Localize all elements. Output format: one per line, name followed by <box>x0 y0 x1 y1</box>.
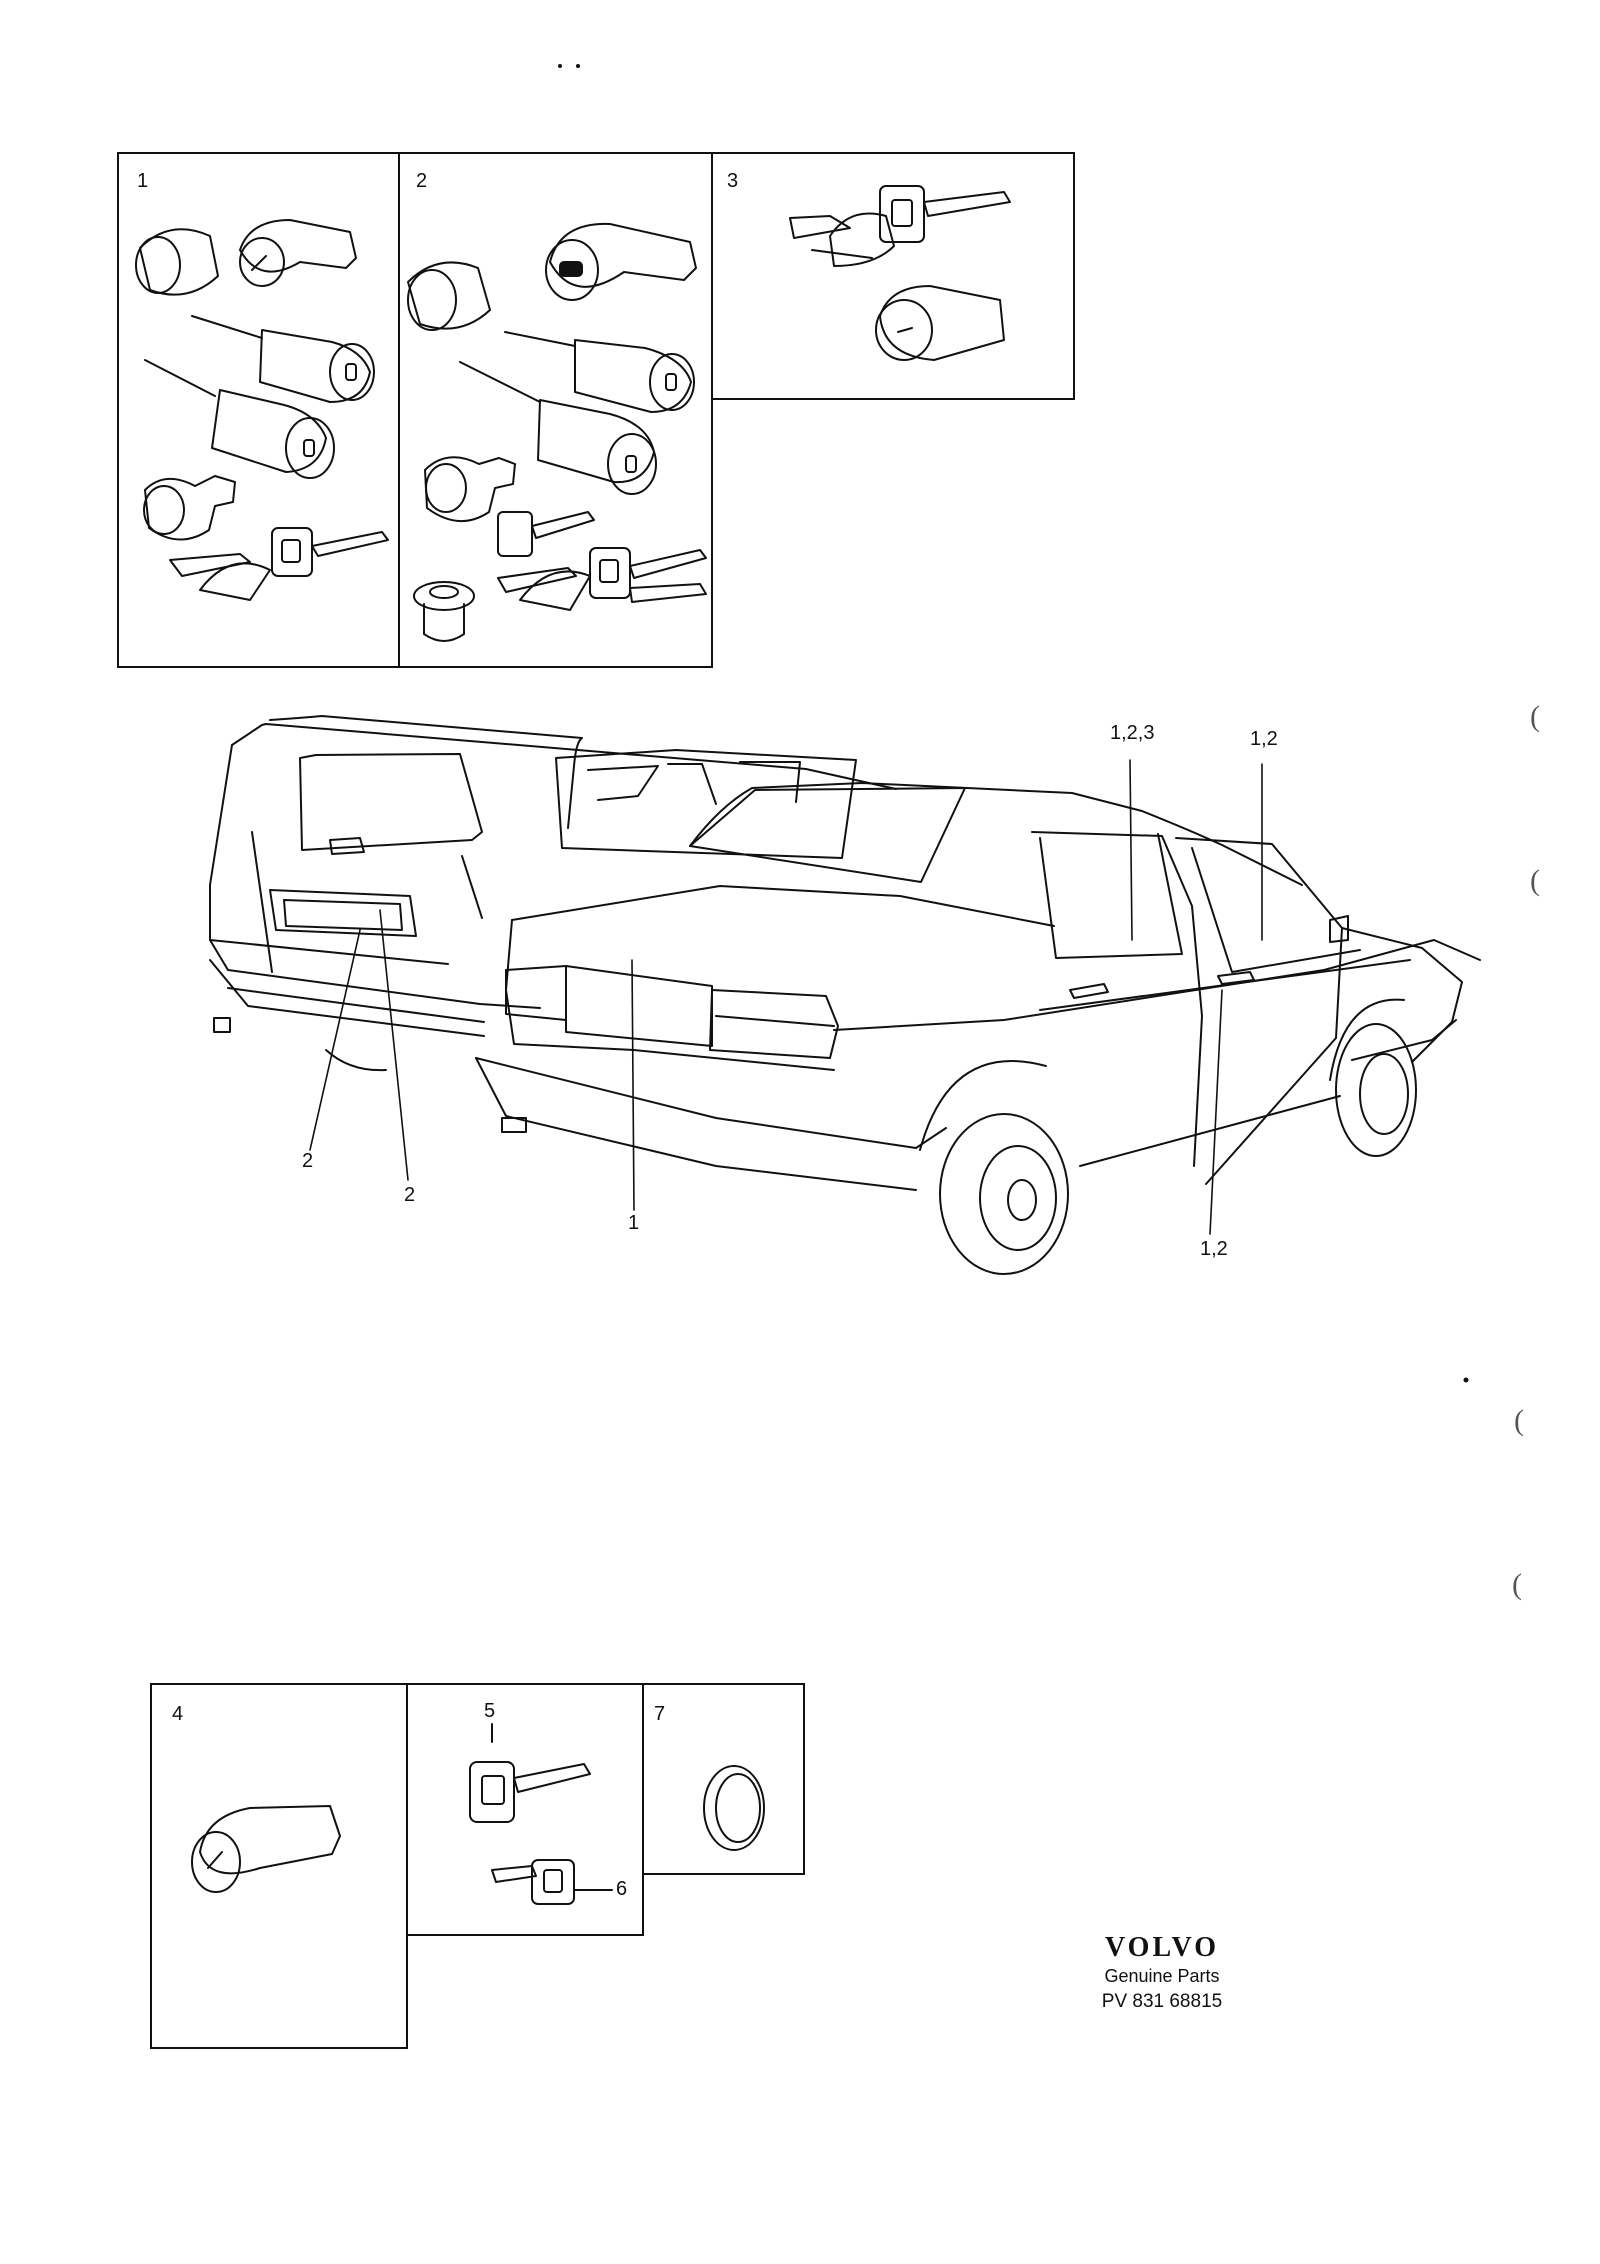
margin-mark: ( <box>1512 1568 1522 1601</box>
margin-mark: ( <box>1514 1404 1524 1437</box>
volvo-logo: VOLVO <box>1105 1932 1219 1963</box>
panel-2-number: 2 <box>416 170 428 192</box>
panel-1-parts <box>135 219 389 601</box>
sedan-car <box>475 782 1481 1275</box>
panel-5-6 <box>406 1683 644 1936</box>
panel-3-number: 3 <box>727 170 739 192</box>
brand-block: VOLVO Genuine Parts PV 831 68815 <box>1072 1932 1252 2013</box>
callout-key-6: 6 <box>616 1878 628 1900</box>
panel-1-number: 1 <box>137 170 149 192</box>
callout-door-rear: 1,2,3 <box>1110 722 1155 744</box>
callout-door-handle: 1,2 <box>1200 1238 1228 1260</box>
wagon-car <box>209 715 897 1072</box>
brand-subtitle: Genuine Parts <box>1104 1966 1220 1986</box>
panel-7: 7 <box>642 1683 805 1875</box>
callout-trunk-lock: 1 <box>628 1212 640 1234</box>
panel-3-parts <box>789 185 1011 361</box>
margin-mark: ( <box>1530 864 1540 897</box>
margin-mark: ( <box>1530 700 1540 733</box>
panel-7-ring <box>703 1765 765 1851</box>
callout-leaders <box>309 759 1263 1235</box>
panel-7-number: 7 <box>654 1703 666 1725</box>
callout-key-5: 5 <box>484 1700 496 1722</box>
panel-5-6-keys <box>469 1723 613 1905</box>
panel-4-part <box>191 1805 341 1893</box>
panel-4-number: 4 <box>172 1703 184 1725</box>
part-number: PV 831 68815 <box>1101 1991 1223 2012</box>
callout-door-front: 1,2 <box>1250 728 1278 750</box>
callout-wagon-lock: 2 <box>302 1150 314 1172</box>
callout-wagon-handle: 2 <box>404 1184 416 1206</box>
panel-2-parts <box>407 222 707 642</box>
